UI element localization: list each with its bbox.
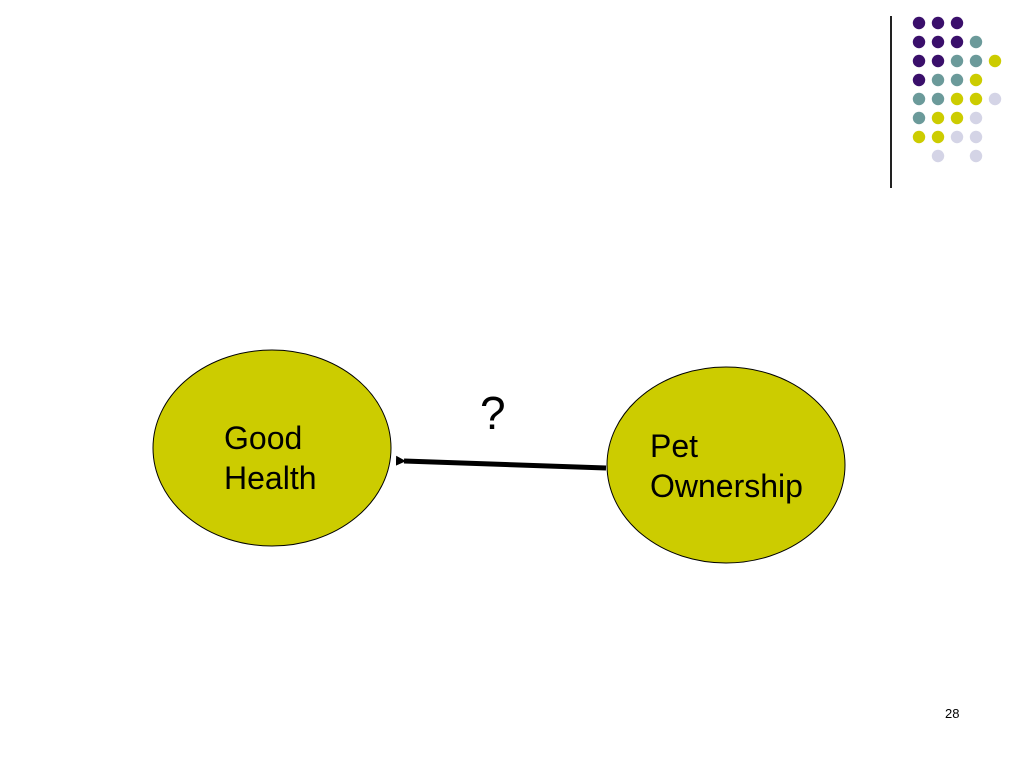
node-good-health-ellipse	[152, 349, 392, 547]
decorative-dot-grid	[912, 16, 1002, 163]
decorative-dot	[931, 111, 945, 125]
decorative-dot	[969, 73, 983, 87]
decorative-dot	[912, 130, 926, 144]
decorative-dot	[931, 149, 945, 163]
decorative-dot	[931, 16, 945, 30]
decorative-dot	[912, 111, 926, 125]
decorative-dot	[931, 35, 945, 49]
edge-label-question-mark: ?	[480, 387, 506, 439]
corner-divider-line	[890, 16, 892, 188]
decorative-dot	[950, 130, 964, 144]
decorative-dot	[912, 92, 926, 106]
decorative-dot	[988, 54, 1002, 68]
decorative-dot	[950, 92, 964, 106]
decorative-dot	[950, 111, 964, 125]
decorative-dot	[931, 92, 945, 106]
node-pet-ownership-ellipse	[606, 366, 846, 564]
decorative-dot	[969, 111, 983, 125]
decorative-dot	[950, 35, 964, 49]
edge-arrow-pet-to-health	[395, 455, 607, 471]
decorative-dot	[931, 54, 945, 68]
decorative-dot	[950, 73, 964, 87]
decorative-dot	[988, 92, 1002, 106]
decorative-dot	[931, 73, 945, 87]
decorative-dot	[950, 54, 964, 68]
slide-number: 28	[945, 706, 960, 721]
decorative-dot	[969, 54, 983, 68]
decorative-dot	[969, 149, 983, 163]
node-pet-ownership-label: Pet Ownership	[650, 426, 803, 506]
node-pet-ownership-line2: Ownership	[650, 468, 803, 504]
node-good-health-line2: Health	[224, 460, 317, 496]
decorative-dot	[950, 16, 964, 30]
decorative-dot	[969, 130, 983, 144]
decorative-dot	[931, 130, 945, 144]
decorative-dot	[912, 73, 926, 87]
node-good-health-line1: Good	[224, 420, 303, 456]
decorative-dot	[969, 92, 983, 106]
decorative-dot	[912, 35, 926, 49]
decorative-dot	[912, 16, 926, 30]
decorative-dot	[969, 35, 983, 49]
node-good-health-label: Good Health	[224, 418, 317, 498]
decorative-dot	[912, 54, 926, 68]
node-pet-ownership-line1: Pet	[650, 428, 699, 464]
